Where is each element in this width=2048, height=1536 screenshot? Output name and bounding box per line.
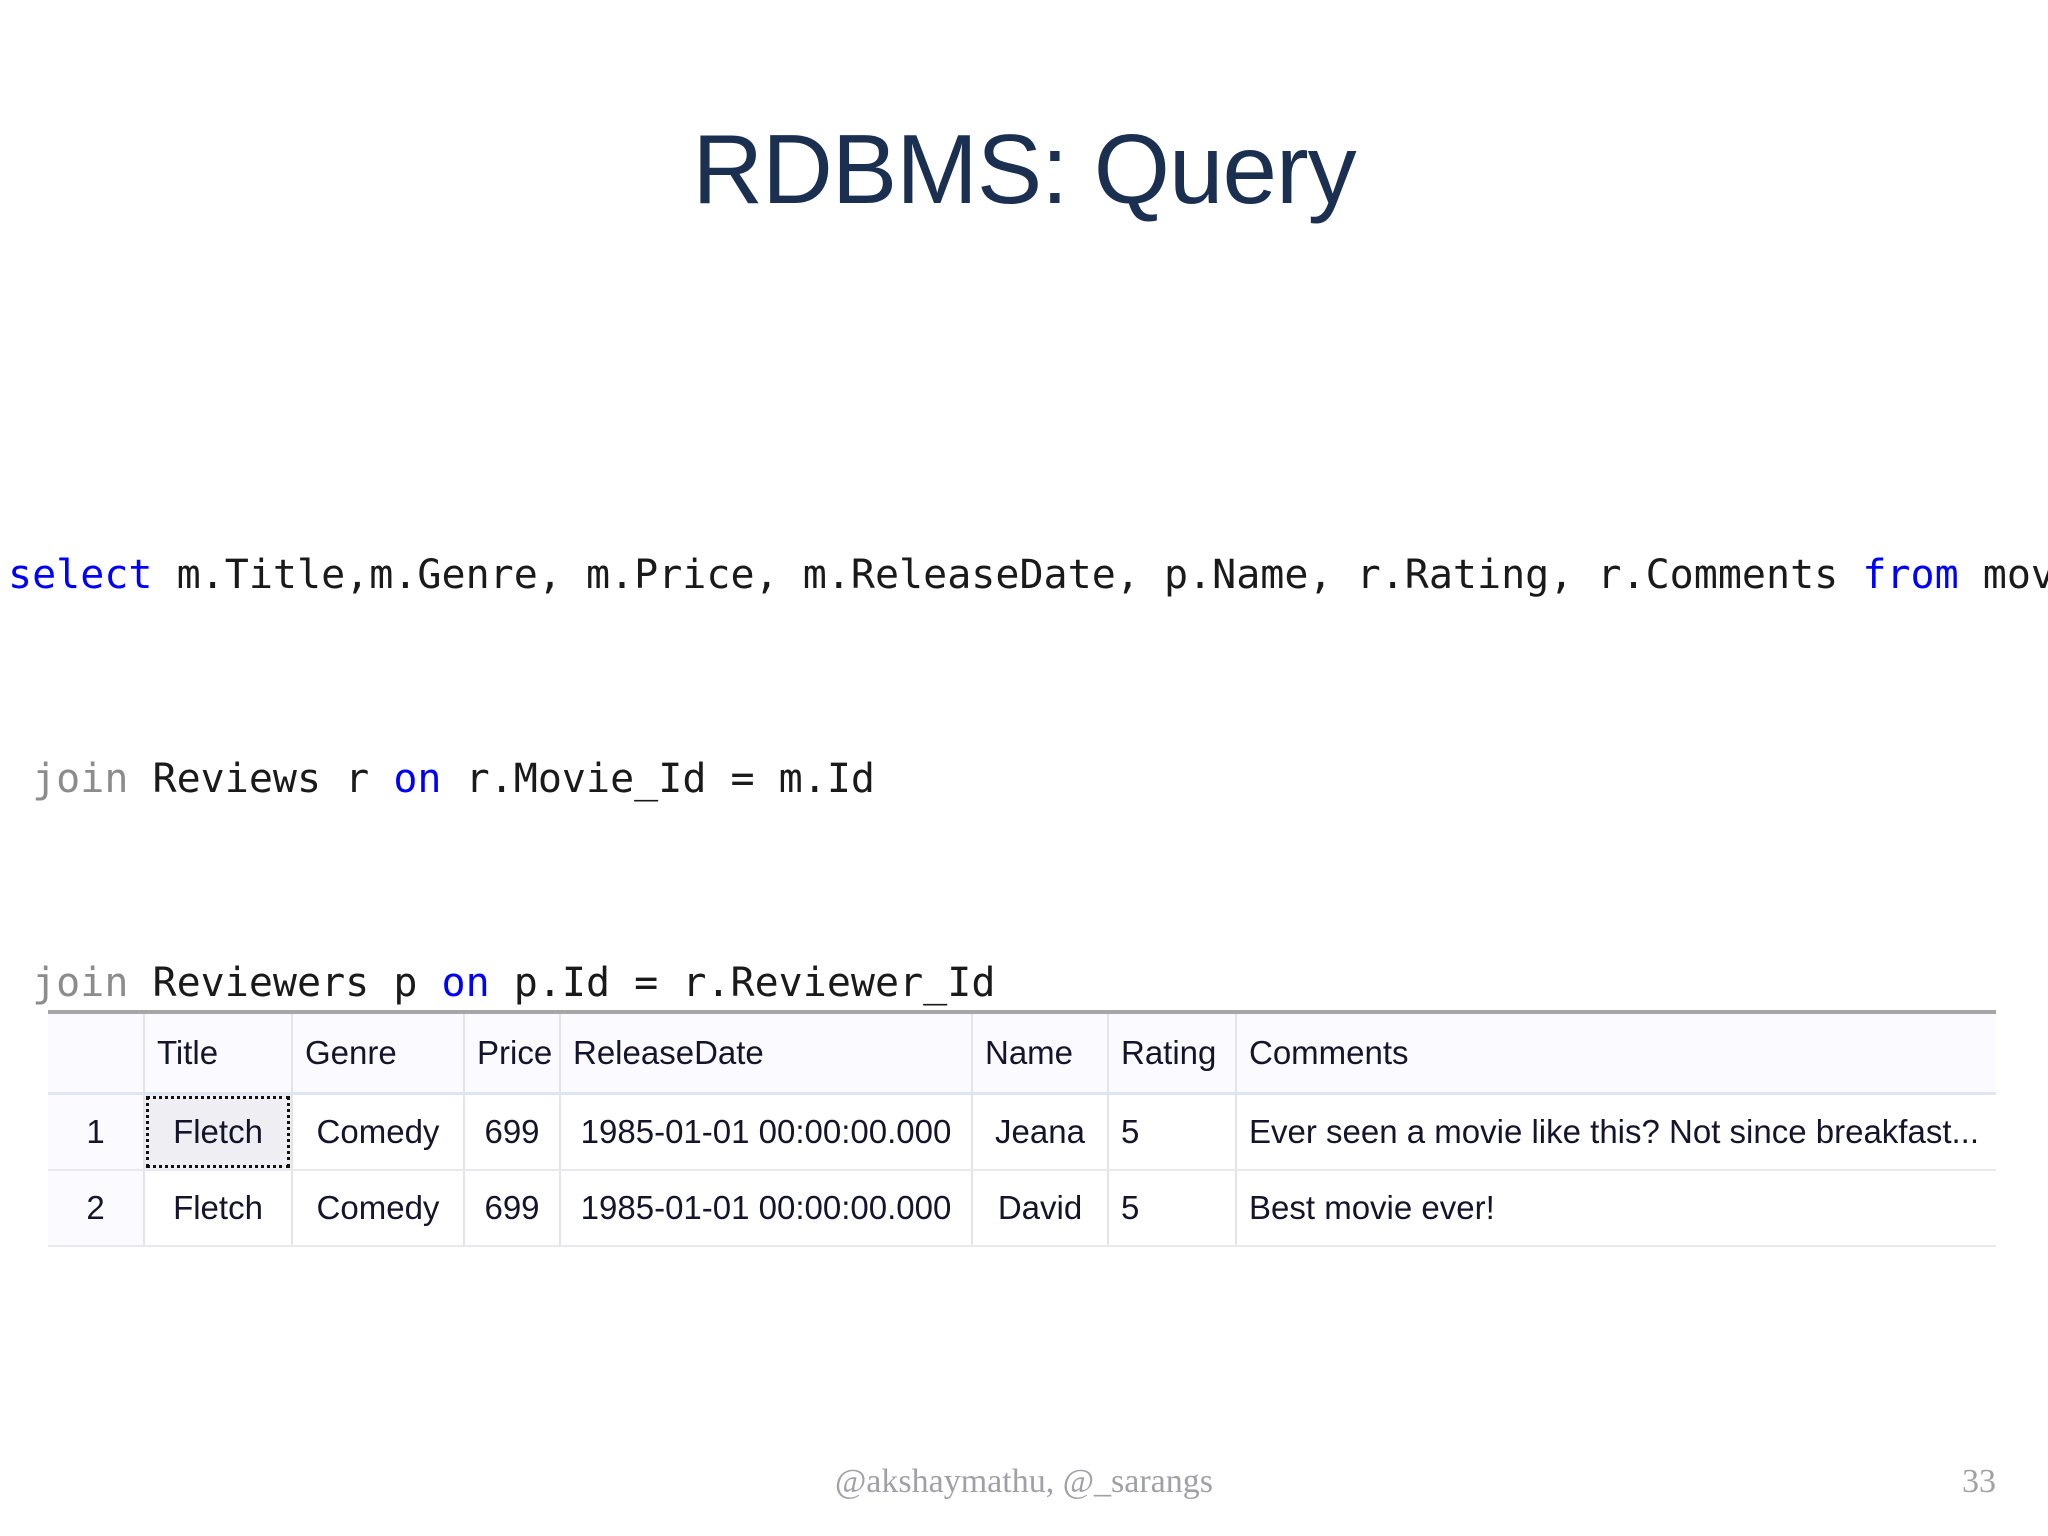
cell-rating[interactable]: 5 bbox=[1108, 1170, 1237, 1247]
sql-keyword-select: select bbox=[8, 552, 153, 598]
cell-comments[interactable]: Ever seen a movie like this? Not since b… bbox=[1236, 1093, 1996, 1171]
sql-line-1: select m.Title,m.Genre, m.Price, m.Relea… bbox=[8, 541, 2048, 609]
sql-join-condition-2: p.Id = r.Reviewer_Id bbox=[489, 960, 996, 1006]
cell-releasedate[interactable]: 1985-01-01 00:00:00.000 bbox=[560, 1170, 973, 1247]
cell-name[interactable]: Jeana bbox=[972, 1093, 1109, 1171]
footer-handles: @akshaymathu, @_sarangs bbox=[835, 1463, 1213, 1500]
cell-title-text: Fletch bbox=[173, 1113, 263, 1150]
column-header-releasedate[interactable]: ReleaseDate bbox=[560, 1014, 973, 1095]
sql-join-condition-1: r.Movie_Id = m.Id bbox=[441, 756, 875, 802]
sql-join-table-1: Reviews r bbox=[128, 756, 394, 802]
cell-name[interactable]: David bbox=[972, 1170, 1109, 1247]
results-header-row: Title Genre Price ReleaseDate Name Ratin… bbox=[48, 1014, 1996, 1095]
cell-genre[interactable]: Comedy bbox=[292, 1093, 465, 1171]
cell-releasedate[interactable]: 1985-01-01 00:00:00.000 bbox=[560, 1093, 973, 1171]
cell-price[interactable]: 699 bbox=[464, 1170, 561, 1247]
sql-line-3: join Reviewers p on p.Id = r.Reviewer_Id bbox=[8, 949, 2048, 1017]
column-header-comments[interactable]: Comments bbox=[1236, 1014, 1996, 1095]
row-number[interactable]: 2 bbox=[48, 1170, 145, 1247]
column-header-title[interactable]: Title bbox=[144, 1014, 293, 1095]
sql-line-3-indent bbox=[8, 960, 32, 1006]
sql-join-table-2: Reviewers p bbox=[128, 960, 442, 1006]
sql-keyword-from: from bbox=[1862, 552, 1959, 598]
sql-line-2: join Reviews r on r.Movie_Id = m.Id bbox=[8, 745, 2048, 813]
sql-keyword-on-2: on bbox=[441, 960, 490, 1006]
column-header-name[interactable]: Name bbox=[972, 1014, 1109, 1095]
column-header-rownum[interactable] bbox=[48, 1014, 145, 1095]
cell-title[interactable]: Fletch bbox=[144, 1093, 293, 1171]
cell-genre[interactable]: Comedy bbox=[292, 1170, 465, 1247]
table-row[interactable]: 1 Fletch Comedy 699 1985-01-01 00:00:00.… bbox=[48, 1093, 1996, 1171]
cell-rating[interactable]: 5 bbox=[1108, 1093, 1237, 1171]
results-grid[interactable]: Title Genre Price ReleaseDate Name Ratin… bbox=[48, 1010, 1996, 1247]
sql-query-block: select m.Title,m.Genre, m.Price, m.Relea… bbox=[8, 405, 2048, 1085]
table-row[interactable]: 2 Fletch Comedy 699 1985-01-01 00:00:00.… bbox=[48, 1170, 1996, 1247]
sql-from-table: movies m bbox=[1982, 552, 2048, 598]
column-header-price[interactable]: Price bbox=[464, 1014, 561, 1095]
column-header-rating[interactable]: Rating bbox=[1108, 1014, 1237, 1095]
row-number[interactable]: 1 bbox=[48, 1093, 145, 1171]
cell-comments[interactable]: Best movie ever! bbox=[1236, 1170, 1996, 1247]
sql-keyword-join-1: join bbox=[32, 756, 129, 802]
cell-price[interactable]: 699 bbox=[464, 1093, 561, 1171]
page-title: RDBMS: Query bbox=[692, 114, 1356, 224]
results-table[interactable]: Title Genre Price ReleaseDate Name Ratin… bbox=[48, 1014, 1996, 1247]
column-header-genre[interactable]: Genre bbox=[292, 1014, 465, 1095]
cell-title[interactable]: Fletch bbox=[144, 1170, 293, 1247]
sql-keyword-on-1: on bbox=[393, 756, 442, 802]
page-number: 33 bbox=[1962, 1463, 1996, 1500]
sql-select-columns: m.Title,m.Genre, m.Price, m.ReleaseDate,… bbox=[152, 552, 1863, 598]
sql-keyword-join-2: join bbox=[32, 960, 129, 1006]
sql-line-2-indent bbox=[8, 756, 32, 802]
